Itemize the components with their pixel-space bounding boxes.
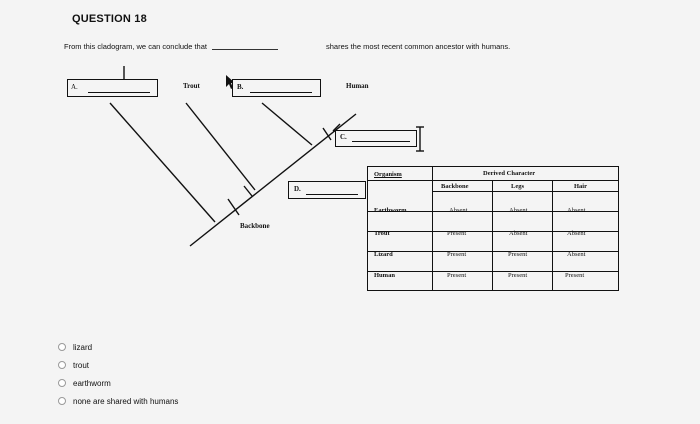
derived-character-table: Organism Derived Character Backbone Legs… [367, 166, 619, 291]
blank-line-c [352, 141, 410, 142]
label-box-a [67, 79, 158, 97]
table-rule [432, 191, 618, 192]
table-cell: Present [508, 251, 528, 258]
table-header-derived: Derived Character [483, 170, 536, 177]
table-subheader-backbone: Backbone [441, 183, 469, 190]
table-cell: Present [508, 272, 528, 279]
table-cell: Absent [567, 207, 586, 214]
cladogram-trout-branch [185, 102, 256, 191]
option-label: lizard [73, 342, 93, 352]
table-row-organism: Human [374, 272, 395, 279]
label-box-c [335, 130, 417, 147]
blank-line-a [88, 92, 150, 93]
cladogram-lizard-branch [261, 102, 313, 146]
option-label: none are shared with humans [73, 396, 179, 406]
option-label: trout [73, 360, 90, 370]
cladogram-earthworm-branch [109, 102, 216, 223]
table-rule [368, 231, 618, 232]
label-a: A. [71, 83, 78, 91]
table-rule [552, 180, 553, 290]
label-backbone: Backbone [240, 222, 270, 230]
radio-button[interactable] [58, 397, 66, 405]
table-row-organism: Earthworm [374, 207, 407, 214]
cladogram-hair-tick [322, 127, 332, 141]
table-rule [368, 271, 618, 272]
table-cell: Absent [567, 251, 586, 258]
table-cell: Absent [567, 230, 586, 237]
cladogram-c-connector [332, 123, 341, 132]
radio-button[interactable] [58, 361, 66, 369]
label-box-b [232, 79, 321, 97]
option-trout[interactable]: trout [58, 356, 178, 374]
question-text-after: shares the most recent common ancestor w… [326, 42, 511, 51]
label-b: B. [237, 83, 244, 91]
table-cell: Present [565, 272, 585, 279]
table-rule [492, 180, 493, 290]
blank-line-d [306, 194, 358, 195]
cladogram-legs-tick [243, 185, 253, 197]
label-human: Human [346, 82, 369, 90]
table-cell: Present [447, 230, 467, 237]
option-label: earthworm [73, 378, 111, 388]
table-subheader-hair: Hair [574, 183, 587, 190]
table-cell: Present [447, 251, 467, 258]
cladogram-main-branch [189, 113, 357, 247]
table-header-organism: Organism [374, 171, 402, 178]
table-rule [368, 180, 618, 181]
option-none[interactable]: none are shared with humans [58, 392, 178, 410]
cursor-icon [226, 75, 235, 89]
label-c: C. [340, 133, 347, 141]
blank-line-b [250, 92, 312, 93]
answer-blank [212, 49, 279, 50]
question-text: From this cladogram, we can conclude tha… [64, 42, 281, 51]
question-title: QUESTION 18 [72, 13, 147, 25]
table-cell: Absent [509, 207, 528, 214]
radio-button[interactable] [58, 379, 66, 387]
label-d: D. [294, 185, 301, 193]
table-row-organism: Lizard [374, 251, 393, 258]
question-text-before: From this cladogram, we can conclude tha… [64, 42, 207, 51]
option-earthworm[interactable]: earthworm [58, 374, 178, 392]
label-trout: Trout [183, 82, 200, 90]
answer-options: lizard trout earthworm none are shared w… [58, 338, 178, 410]
table-rule [368, 251, 618, 252]
cladogram-backbone-tick [227, 198, 240, 216]
option-lizard[interactable]: lizard [58, 338, 178, 356]
radio-button[interactable] [58, 343, 66, 351]
table-subheader-legs: Legs [511, 183, 524, 190]
table-rule [368, 211, 618, 212]
table-cell: Absent [509, 230, 528, 237]
table-cell: Present [447, 272, 467, 279]
table-rule [432, 167, 433, 290]
table-cell: Absent [449, 207, 468, 214]
table-row-organism: Trout [374, 230, 390, 237]
